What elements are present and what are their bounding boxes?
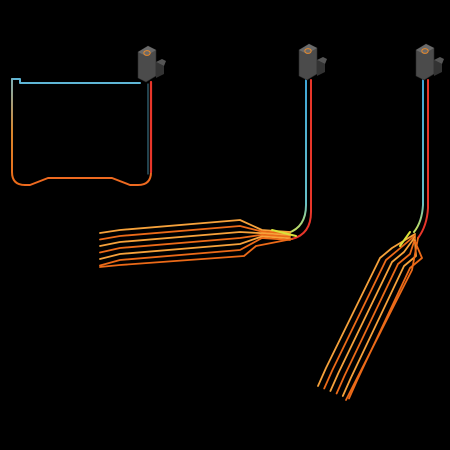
fanD-strand (323, 234, 416, 390)
fanH-strands (99, 219, 297, 268)
fanD-strand (341, 239, 417, 397)
fanH-strand (99, 235, 291, 260)
fanH-strand (99, 237, 291, 267)
diagonal-fanout (317, 43, 444, 401)
fanH-junction (271, 229, 297, 237)
fanD-strand (348, 240, 423, 400)
loop-left-side (11, 78, 26, 186)
fanD-strands (317, 231, 423, 401)
fanD-stem-blue (413, 79, 424, 233)
fanH-strand (99, 231, 291, 247)
single-wire-loop (11, 45, 166, 186)
sensor-connector-icon (137, 45, 166, 83)
sensor-connector-icon (298, 43, 327, 81)
horizontal-fanout (99, 43, 327, 268)
fanH-strand (99, 225, 291, 241)
fanD-strand (335, 237, 416, 395)
fanH-strand (99, 238, 293, 268)
loop-top-rail (11, 78, 141, 84)
fanH-stem-red (291, 79, 312, 240)
fanD-strand (317, 233, 416, 387)
fanH-strand (99, 233, 291, 254)
fanD-strand (345, 237, 419, 401)
fanD-junction (399, 231, 411, 247)
loop-bottom (24, 171, 152, 186)
fanD-stem-red (417, 79, 429, 239)
fanH-stem-blue (287, 79, 307, 234)
sensor-connector-icon (415, 43, 444, 81)
fanD-strand (329, 236, 416, 392)
